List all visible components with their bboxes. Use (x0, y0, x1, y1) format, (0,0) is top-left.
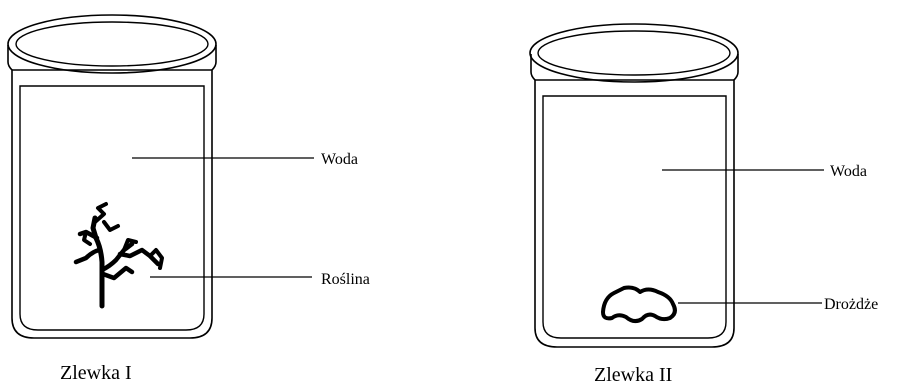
beaker-2-rim-inner (537, 30, 731, 76)
beaker-1-content-label: Roślina (321, 271, 370, 288)
beaker-1-water-label: Woda (321, 151, 358, 168)
beaker-2-outline (530, 54, 739, 348)
beaker-2-rim-outer (529, 23, 739, 83)
yeast-blob-icon (601, 285, 677, 324)
beaker-1-rim-outer (7, 14, 217, 74)
beaker-1-outline (7, 45, 217, 339)
beaker-1: Woda Roślina Zlewka I (7, 14, 370, 384)
beaker-2-content-label: Drożdże (824, 296, 878, 313)
beaker-2: Woda Drożdże Zlewka II (529, 23, 878, 385)
beaker-1-rim-inner (15, 21, 209, 67)
beaker-2-caption: Zlewka II (594, 364, 672, 385)
beaker-1-caption: Zlewka I (60, 362, 132, 384)
plant-icon (73, 202, 164, 309)
beaker-2-inner-wall (542, 95, 727, 339)
beaker-1-inner-wall (19, 85, 205, 331)
beaker-2-water-label: Woda (830, 163, 867, 180)
